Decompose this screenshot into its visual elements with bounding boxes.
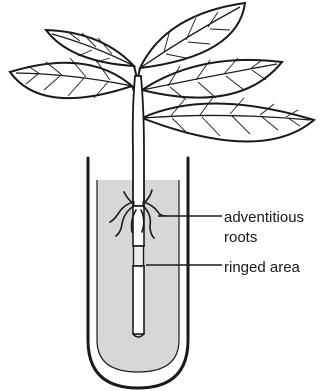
label-ringed-area: ringed area bbox=[224, 259, 300, 276]
leaf-top-left bbox=[46, 30, 134, 66]
label-adventitious: adventitious bbox=[224, 209, 304, 226]
ringed-area bbox=[134, 246, 144, 266]
stem bbox=[133, 76, 144, 206]
label-roots: roots bbox=[224, 229, 257, 246]
leaf-bottom-right bbox=[142, 96, 314, 142]
leaf-top-right bbox=[140, 3, 245, 68]
stem-bottom bbox=[133, 266, 144, 334]
